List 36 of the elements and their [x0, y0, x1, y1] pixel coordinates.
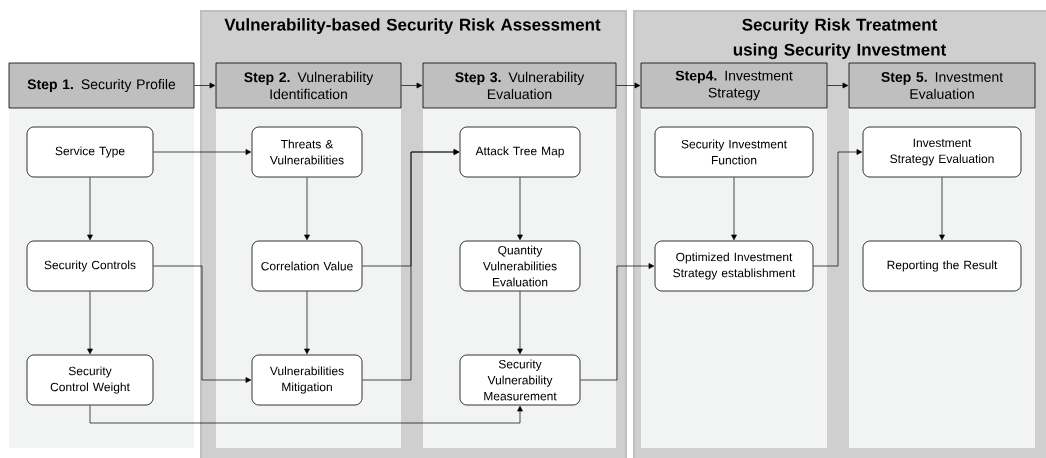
step-header: Step 1. Security Profile: [8, 62, 195, 109]
process-box: Investment Strategy Evaluation: [862, 126, 1022, 178]
step-header: Step 3. Vulnerability Evaluation: [422, 62, 617, 109]
process-box: Vulnerabilities Mitigation: [251, 354, 363, 406]
process-box: Optimized Investment Strategy establishment: [654, 240, 814, 292]
arrow: [731, 177, 737, 241]
arrow: [304, 177, 310, 241]
process-box: Security Vulnerability Measurement: [459, 354, 581, 406]
process-box: Service Type: [26, 126, 154, 178]
process-box: Reporting the Result: [862, 240, 1022, 292]
step-header: Step 5. Investment Evaluation: [848, 62, 1036, 109]
arrow: [939, 177, 945, 241]
arrow: [827, 82, 849, 89]
arrow: [87, 177, 93, 241]
arrow: [517, 291, 523, 355]
arrow: [304, 291, 310, 355]
arrow: [401, 82, 423, 89]
process-box: Attack Tree Map: [459, 126, 581, 178]
arrow: [616, 82, 641, 89]
arrow: [580, 263, 655, 381]
arrow: [87, 291, 93, 355]
arrow: [153, 149, 252, 155]
process-box: Correlation Value: [251, 240, 363, 292]
arrow: [194, 82, 216, 89]
step-header: Step 2. Vulnerability Identification: [215, 62, 402, 109]
process-box: Quantity Vulnerabilities Evaluation: [459, 240, 581, 292]
arrow: [813, 149, 863, 267]
arrow: [362, 149, 460, 381]
arrow: [89, 405, 523, 424]
process-box: Security Controls: [26, 240, 154, 292]
arrow: [517, 177, 523, 241]
process-box: Security Control Weight: [26, 354, 154, 406]
process-box: Threats & Vulnerabilities: [251, 126, 363, 178]
process-box: Security Investment Function: [654, 126, 814, 178]
step-header: Step4. Investment Strategy: [640, 62, 828, 109]
arrow: [153, 265, 252, 383]
